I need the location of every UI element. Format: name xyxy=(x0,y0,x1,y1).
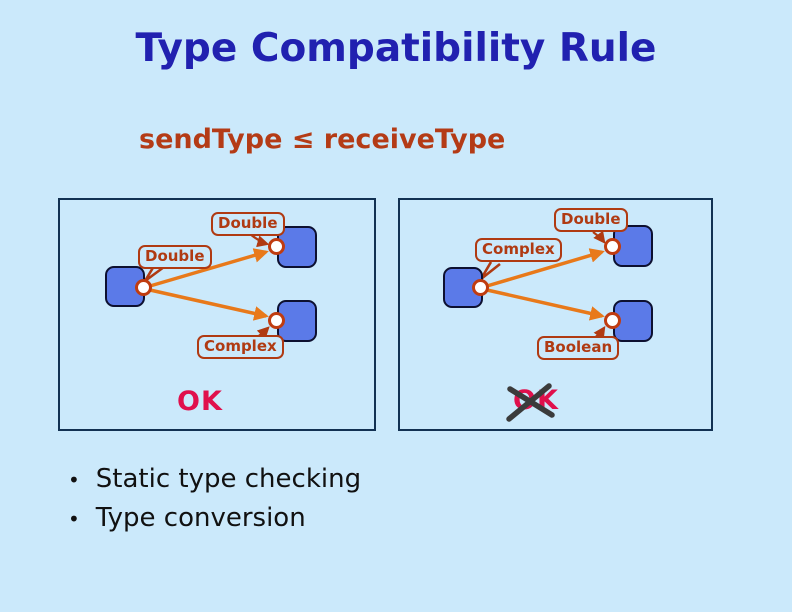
bullet-text: Static type checking xyxy=(95,464,362,494)
port-type-label: Complex xyxy=(197,335,284,359)
bullet-item: • Static type checking xyxy=(62,464,361,494)
bottom-receiver-port xyxy=(268,312,285,329)
verdict-label: OK xyxy=(177,386,223,417)
port-type-label: Double xyxy=(554,208,628,232)
bullet-icon: • xyxy=(68,507,80,531)
port-type-label: Complex xyxy=(475,238,562,262)
source-port xyxy=(472,279,489,296)
port-type-label: Double xyxy=(138,245,212,269)
incompatible-example-panel: Double Complex Boolean OK xyxy=(398,198,713,431)
page-title: Type Compatibility Rule xyxy=(135,26,657,71)
cross-out-icon xyxy=(506,383,555,422)
source-port xyxy=(135,279,152,296)
compatible-example-panel: Double Double Complex OK xyxy=(58,198,376,431)
bullet-list: • Static type checking • Type conversion xyxy=(62,464,361,542)
bullet-icon: • xyxy=(68,468,80,492)
bottom-receiver-port xyxy=(604,312,621,329)
top-receiver-port xyxy=(604,238,621,255)
top-receiver-port xyxy=(268,238,285,255)
bullet-text: Type conversion xyxy=(95,503,306,533)
top-receiver-actor-node xyxy=(613,225,653,267)
bottom-receiver-actor-node xyxy=(277,300,317,342)
port-type-label: Boolean xyxy=(537,336,620,360)
bullet-item: • Type conversion xyxy=(62,503,361,533)
port-type-label: Double xyxy=(211,212,285,236)
type-rule-formula: sendType ≤ receiveType xyxy=(139,124,506,155)
